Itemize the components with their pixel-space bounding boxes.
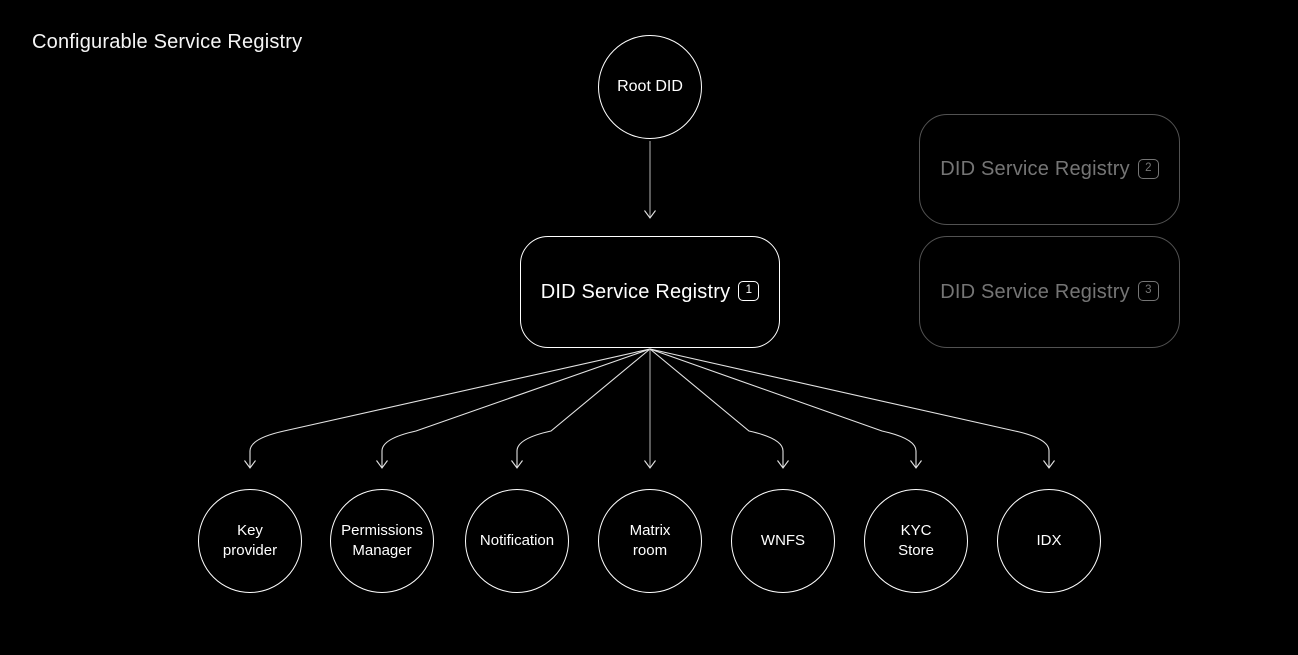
node-did-service-registry-1: DID Service Registry 1 bbox=[520, 236, 780, 348]
node-label: IDX bbox=[1036, 531, 1062, 549]
node-did-service-registry-2: DID Service Registry 2 bbox=[919, 114, 1180, 225]
node-root-did: Root DID bbox=[598, 35, 702, 139]
arrowhead-matrix-room bbox=[644, 460, 656, 469]
registry-label: DID Service Registry bbox=[940, 280, 1130, 303]
node-label: WNFS bbox=[760, 531, 806, 549]
registry-label: DID Service Registry bbox=[940, 158, 1130, 180]
node-label: Key provider bbox=[222, 521, 278, 559]
registry-number-badge: 1 bbox=[738, 281, 760, 301]
arrowhead-key-provider bbox=[244, 460, 256, 469]
arrow-to-kyc-store bbox=[649, 348, 917, 468]
node-matrix-room: Matrix room bbox=[598, 489, 702, 593]
registry-number-badge: 3 bbox=[1137, 281, 1159, 301]
node-permissions-manager: Permissions Manager bbox=[330, 489, 434, 593]
node-label: Notification bbox=[479, 531, 555, 549]
node-label: Root DID bbox=[617, 78, 683, 96]
node-label: Permissions Manager bbox=[341, 521, 423, 559]
arrowhead-idx bbox=[1043, 460, 1055, 469]
node-did-service-registry-3: DID Service Registry 3 bbox=[919, 236, 1180, 348]
arrowhead-notification bbox=[511, 460, 523, 469]
arrowhead-permissions-manager bbox=[376, 460, 388, 469]
arrow-to-wnfs bbox=[649, 348, 784, 468]
node-notification: Notification bbox=[465, 489, 569, 593]
node-kyc-store: KYC Store bbox=[864, 489, 968, 593]
node-label: Matrix room bbox=[629, 521, 671, 559]
arrow-to-notification bbox=[516, 348, 651, 468]
arrow-to-permissions-manager bbox=[381, 348, 651, 468]
registry-number-badge: 2 bbox=[1137, 158, 1159, 179]
arrow-to-key-provider bbox=[249, 348, 651, 468]
page-title: Configurable Service Registry bbox=[32, 31, 303, 53]
registry-label: DID Service Registry bbox=[540, 280, 731, 303]
node-wnfs: WNFS bbox=[731, 489, 835, 593]
node-label: KYC Store bbox=[898, 521, 934, 559]
arrowhead-root-to-registry bbox=[644, 210, 656, 219]
arrow-to-idx bbox=[649, 348, 1050, 468]
node-idx: IDX bbox=[997, 489, 1101, 593]
arrowhead-wnfs bbox=[777, 460, 789, 469]
arrowhead-kyc-store bbox=[910, 460, 922, 469]
node-key-provider: Key provider bbox=[198, 489, 302, 593]
